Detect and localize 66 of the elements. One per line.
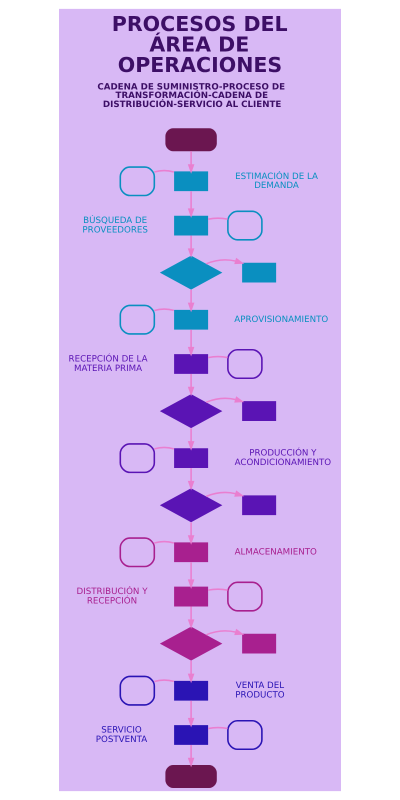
node-box xyxy=(227,582,263,612)
arrow xyxy=(188,522,194,545)
arrow xyxy=(188,660,194,684)
node-box xyxy=(174,171,208,192)
node-label: ALMACENAMIENTO xyxy=(234,547,317,558)
arrow xyxy=(188,236,194,258)
node-box xyxy=(120,537,156,568)
node-oval xyxy=(165,128,217,152)
node-label: ESTIMACIÓN DE LA DEMANDA xyxy=(235,172,318,192)
diagram-title: PROCESOS DEL ÁREA DE OPERACIONES xyxy=(112,12,288,77)
node-box xyxy=(120,166,156,196)
arrow xyxy=(188,374,194,396)
connector xyxy=(154,446,174,450)
node-box xyxy=(174,216,208,236)
node-label: VENTA DEL PRODUCTO xyxy=(235,681,285,701)
arrow xyxy=(188,290,194,312)
connector xyxy=(154,679,174,682)
node-label: DISTRIBUCIÓN Y RECEPCIÓN xyxy=(76,587,148,607)
node-label: BÚSQUEDA DE PROVEEDORES xyxy=(82,216,148,236)
node-diamond xyxy=(160,256,222,290)
node-box xyxy=(120,676,156,706)
node-box xyxy=(174,448,208,468)
arrow xyxy=(188,562,194,589)
node-box xyxy=(242,401,276,421)
arrow xyxy=(188,191,194,218)
connector xyxy=(154,540,174,544)
connector xyxy=(154,308,174,312)
arrow xyxy=(188,151,194,174)
node-box xyxy=(174,725,208,745)
node-box xyxy=(174,310,208,330)
node-diamond xyxy=(160,626,222,661)
arrow xyxy=(188,700,194,728)
node-box xyxy=(120,443,156,474)
arrow xyxy=(188,330,194,356)
arrow xyxy=(188,745,194,768)
arrow xyxy=(206,490,244,498)
node-box xyxy=(242,262,276,283)
arrow xyxy=(188,428,194,451)
label: CADENA DE SUMINISTRO-PROCESO DE TRANSFORMACIÓN-CADENA DE DISTRIBUCIÓN-SERVICIO AL CLIENTE xyxy=(97,82,286,110)
node-label: APROVISIONAMIENTO xyxy=(234,314,328,325)
connector xyxy=(208,356,228,358)
node-label: PRODUCCIÓN Y ACONDICIONAMIENTO xyxy=(234,448,332,468)
node-box xyxy=(242,634,276,654)
node-label: RECEPCIÓN DE LA MATERIA PRIMA xyxy=(68,354,148,374)
node-box xyxy=(227,348,263,380)
node-box xyxy=(120,304,156,335)
arrow xyxy=(206,628,244,636)
node-diamond xyxy=(160,394,222,428)
node-box xyxy=(242,495,276,516)
arrow xyxy=(188,468,194,490)
node-label: SERVICIO POSTVENTA xyxy=(96,725,148,745)
arrow xyxy=(206,258,244,265)
node-box xyxy=(174,680,208,701)
connector xyxy=(154,170,174,173)
connector xyxy=(208,726,228,730)
node-box xyxy=(227,720,263,750)
node-box xyxy=(174,354,208,374)
arrow xyxy=(206,396,244,403)
node-box xyxy=(174,586,208,606)
connector xyxy=(208,588,228,591)
node-box xyxy=(174,542,208,562)
node-diamond xyxy=(160,488,222,522)
connector xyxy=(208,217,228,220)
node-box xyxy=(227,210,263,241)
node-oval xyxy=(165,765,217,788)
arrow xyxy=(188,606,194,629)
